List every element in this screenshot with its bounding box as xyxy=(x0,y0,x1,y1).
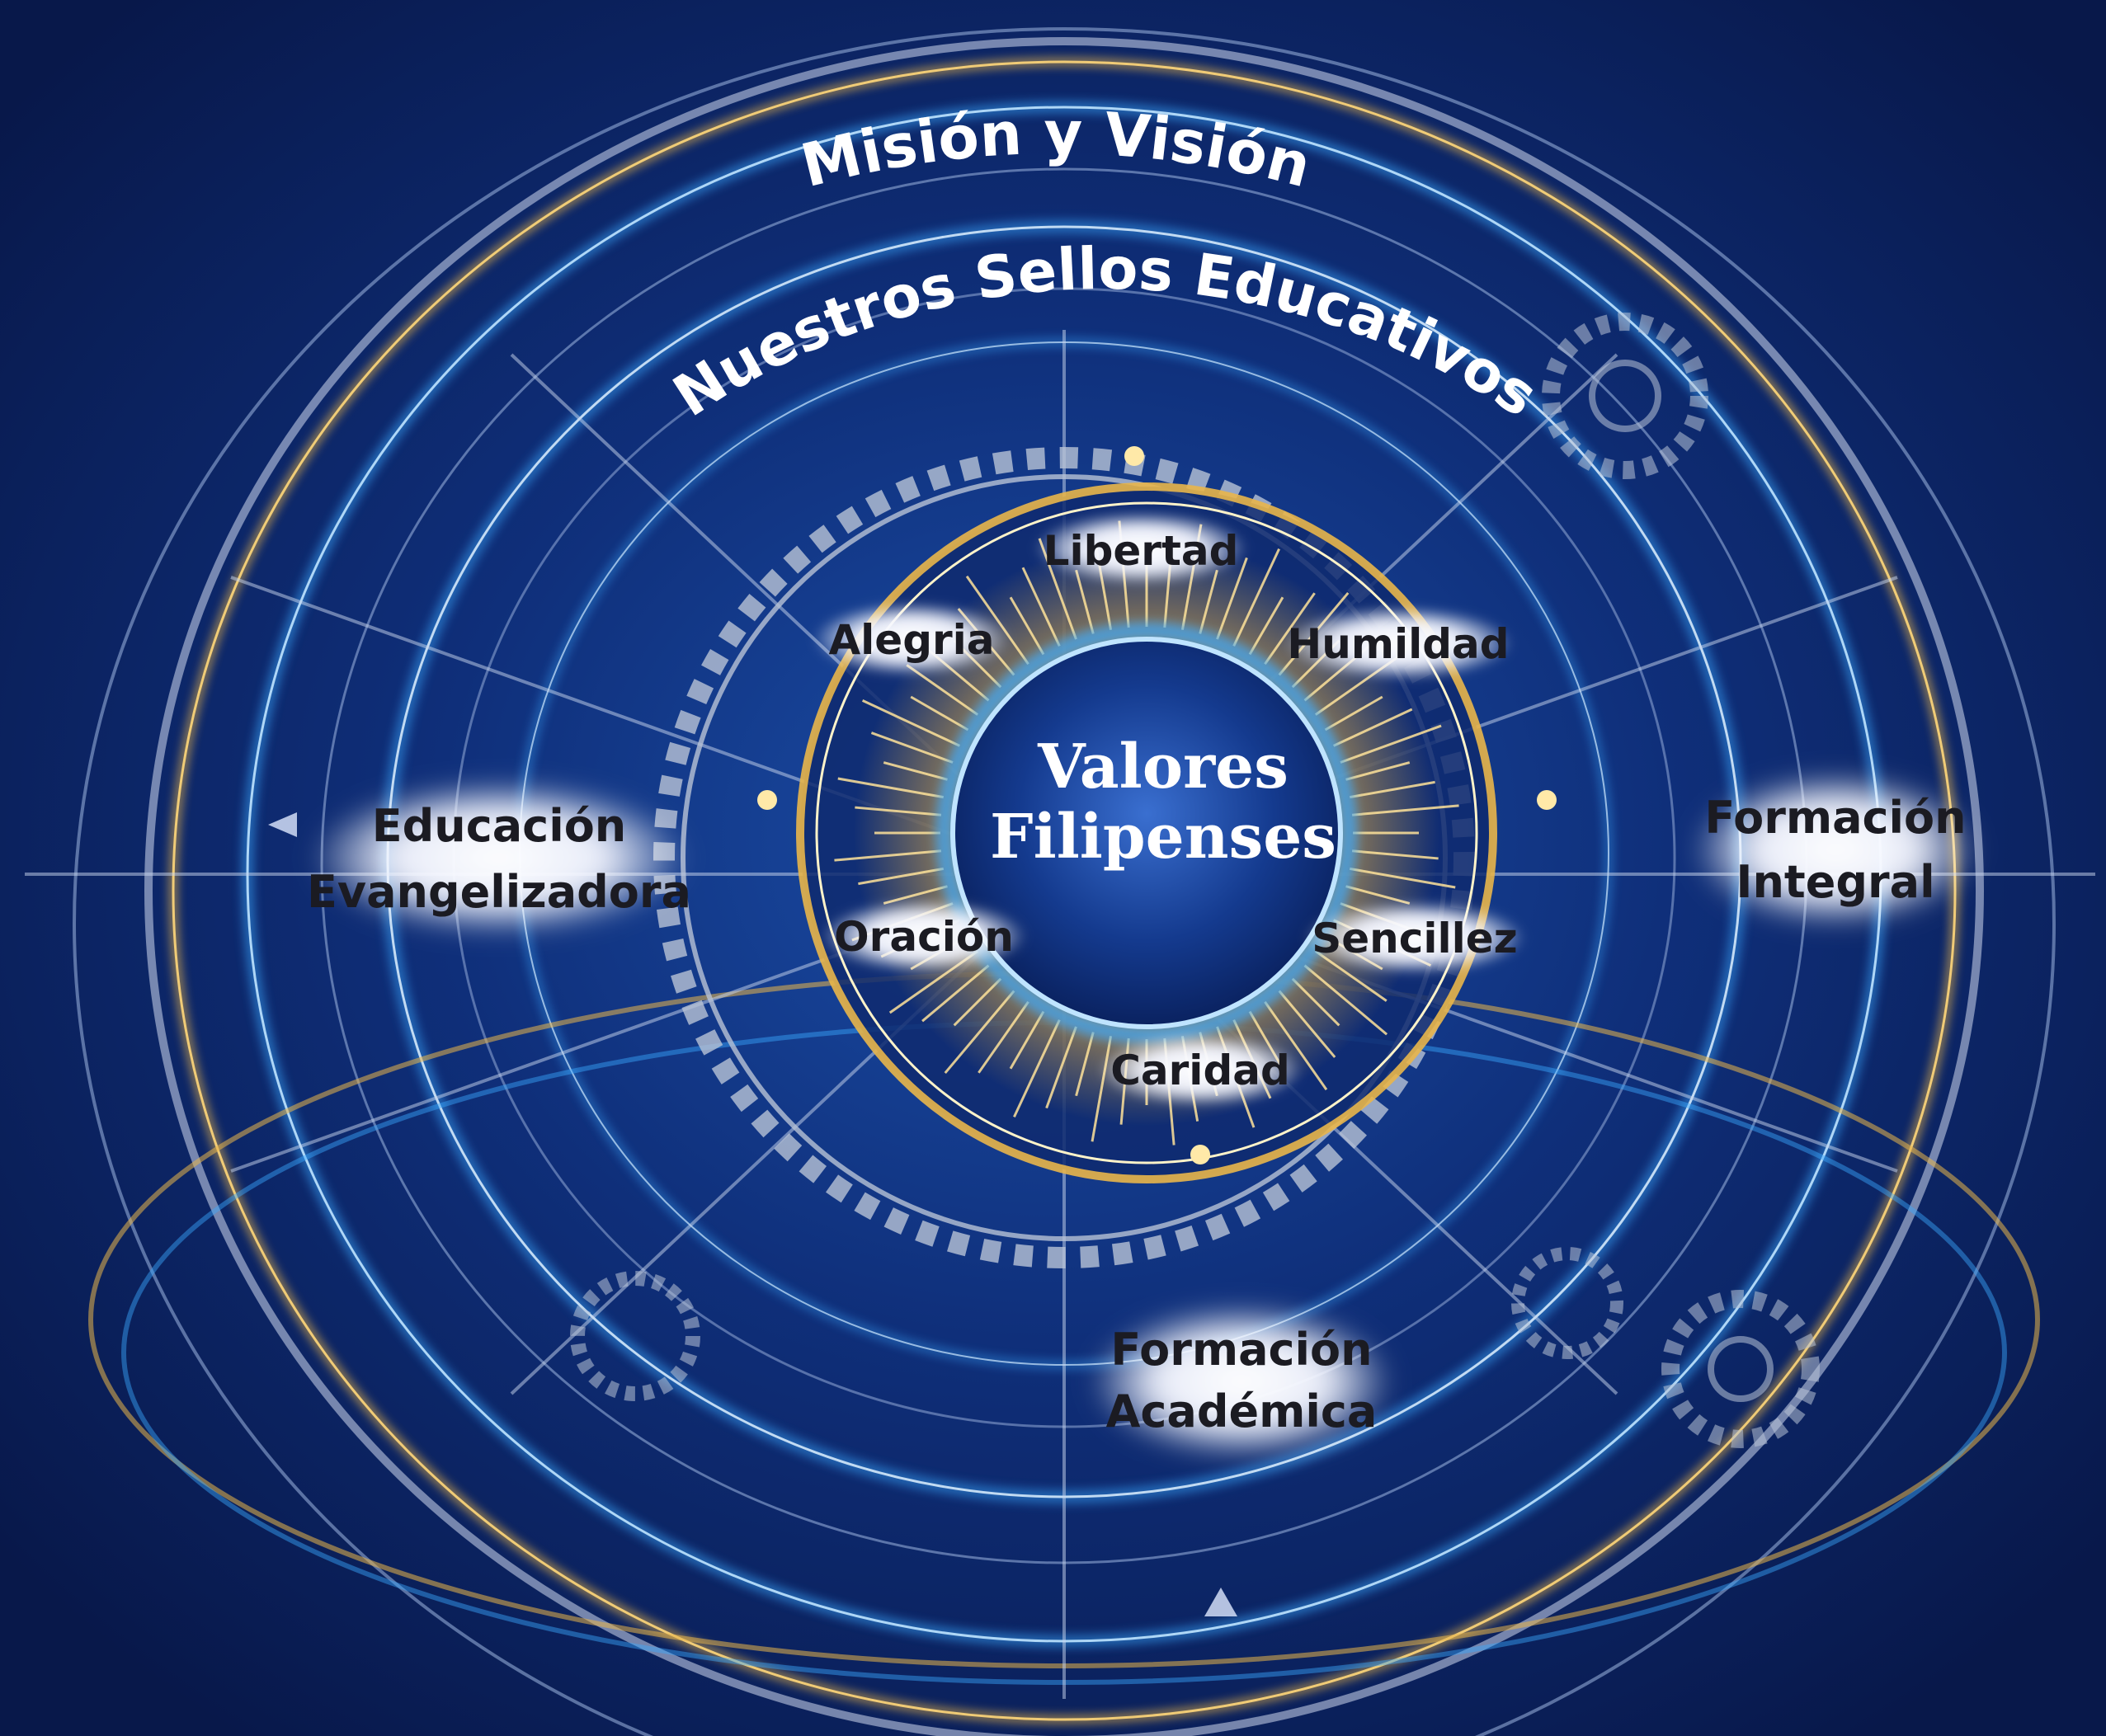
sun-ray xyxy=(883,761,948,781)
sun-ray xyxy=(1303,964,1388,1036)
sun-ray xyxy=(870,732,954,764)
seal-integral-line2: Integral xyxy=(1736,856,1934,908)
sun-ray xyxy=(1340,724,1442,764)
sun-ray xyxy=(834,849,942,862)
sun-ray xyxy=(921,964,990,1023)
seal-evangelizadora-line1: Educación xyxy=(372,800,627,852)
sun-ray xyxy=(1216,557,1248,640)
sun-ray xyxy=(1351,849,1439,860)
sun-ray xyxy=(1264,592,1316,666)
sun-ray xyxy=(1232,548,1280,647)
sun-ray xyxy=(978,1000,1029,1074)
sun-ray xyxy=(1278,990,1336,1058)
sun-ray xyxy=(1009,1010,1045,1070)
center-title-line1: Valores xyxy=(1037,732,1289,802)
sun-ray xyxy=(1248,596,1284,656)
gear-icon xyxy=(570,313,1820,1448)
sun-ray xyxy=(1009,596,1045,656)
seal-academica-line1: Formación xyxy=(1110,1324,1372,1376)
center-title-line2: Filipenses xyxy=(990,802,1336,873)
center-core xyxy=(950,637,1343,1029)
value-alegria: Alegria xyxy=(828,616,994,664)
seal-integral-line1: Formación xyxy=(1704,792,1966,844)
sun-ray xyxy=(910,695,969,732)
arrow-markers xyxy=(268,812,1237,1616)
value-labels: Libertad Alegria Humildad Oración Sencil… xyxy=(813,511,1526,1107)
sun-ray xyxy=(1345,885,1411,905)
sun-ray xyxy=(1332,708,1413,747)
sun-ray xyxy=(944,990,1015,1075)
sun-ray xyxy=(965,575,1029,666)
sun-ray xyxy=(1075,569,1095,634)
value-libertad: Libertad xyxy=(1044,527,1239,575)
sun-ray xyxy=(861,699,961,747)
seal-labels: Educación Evangelizadora Formación Integ… xyxy=(307,771,1980,1460)
value-caridad: Caridad xyxy=(1110,1047,1290,1094)
sun-ray xyxy=(1324,695,1383,732)
sun-ray xyxy=(855,806,942,816)
sun-ray xyxy=(1264,1000,1328,1091)
value-sencillez: Sencillez xyxy=(1312,915,1518,962)
sun-ray xyxy=(858,867,945,886)
seal-evangelizadora-line2: Evangelizadora xyxy=(307,866,691,918)
sun-ray xyxy=(1345,761,1411,781)
sun-ray xyxy=(1013,1019,1061,1118)
sun-ray xyxy=(1045,1026,1077,1109)
sun-ray xyxy=(837,777,945,799)
value-oracion: Oración xyxy=(834,913,1014,961)
sun-ray xyxy=(1351,804,1459,816)
sun-ray xyxy=(1021,567,1061,647)
sun-ray xyxy=(1291,977,1340,1027)
sun-ray xyxy=(1199,569,1218,634)
sun-ray xyxy=(1075,1032,1095,1097)
sun-ray xyxy=(1349,780,1435,799)
seal-academica-line2: Académica xyxy=(1106,1386,1378,1437)
center-title: Valores Filipenses xyxy=(990,732,1336,873)
value-humildad: Humildad xyxy=(1287,620,1509,668)
sun-ray xyxy=(1349,867,1456,889)
sun-ray xyxy=(953,977,1002,1027)
